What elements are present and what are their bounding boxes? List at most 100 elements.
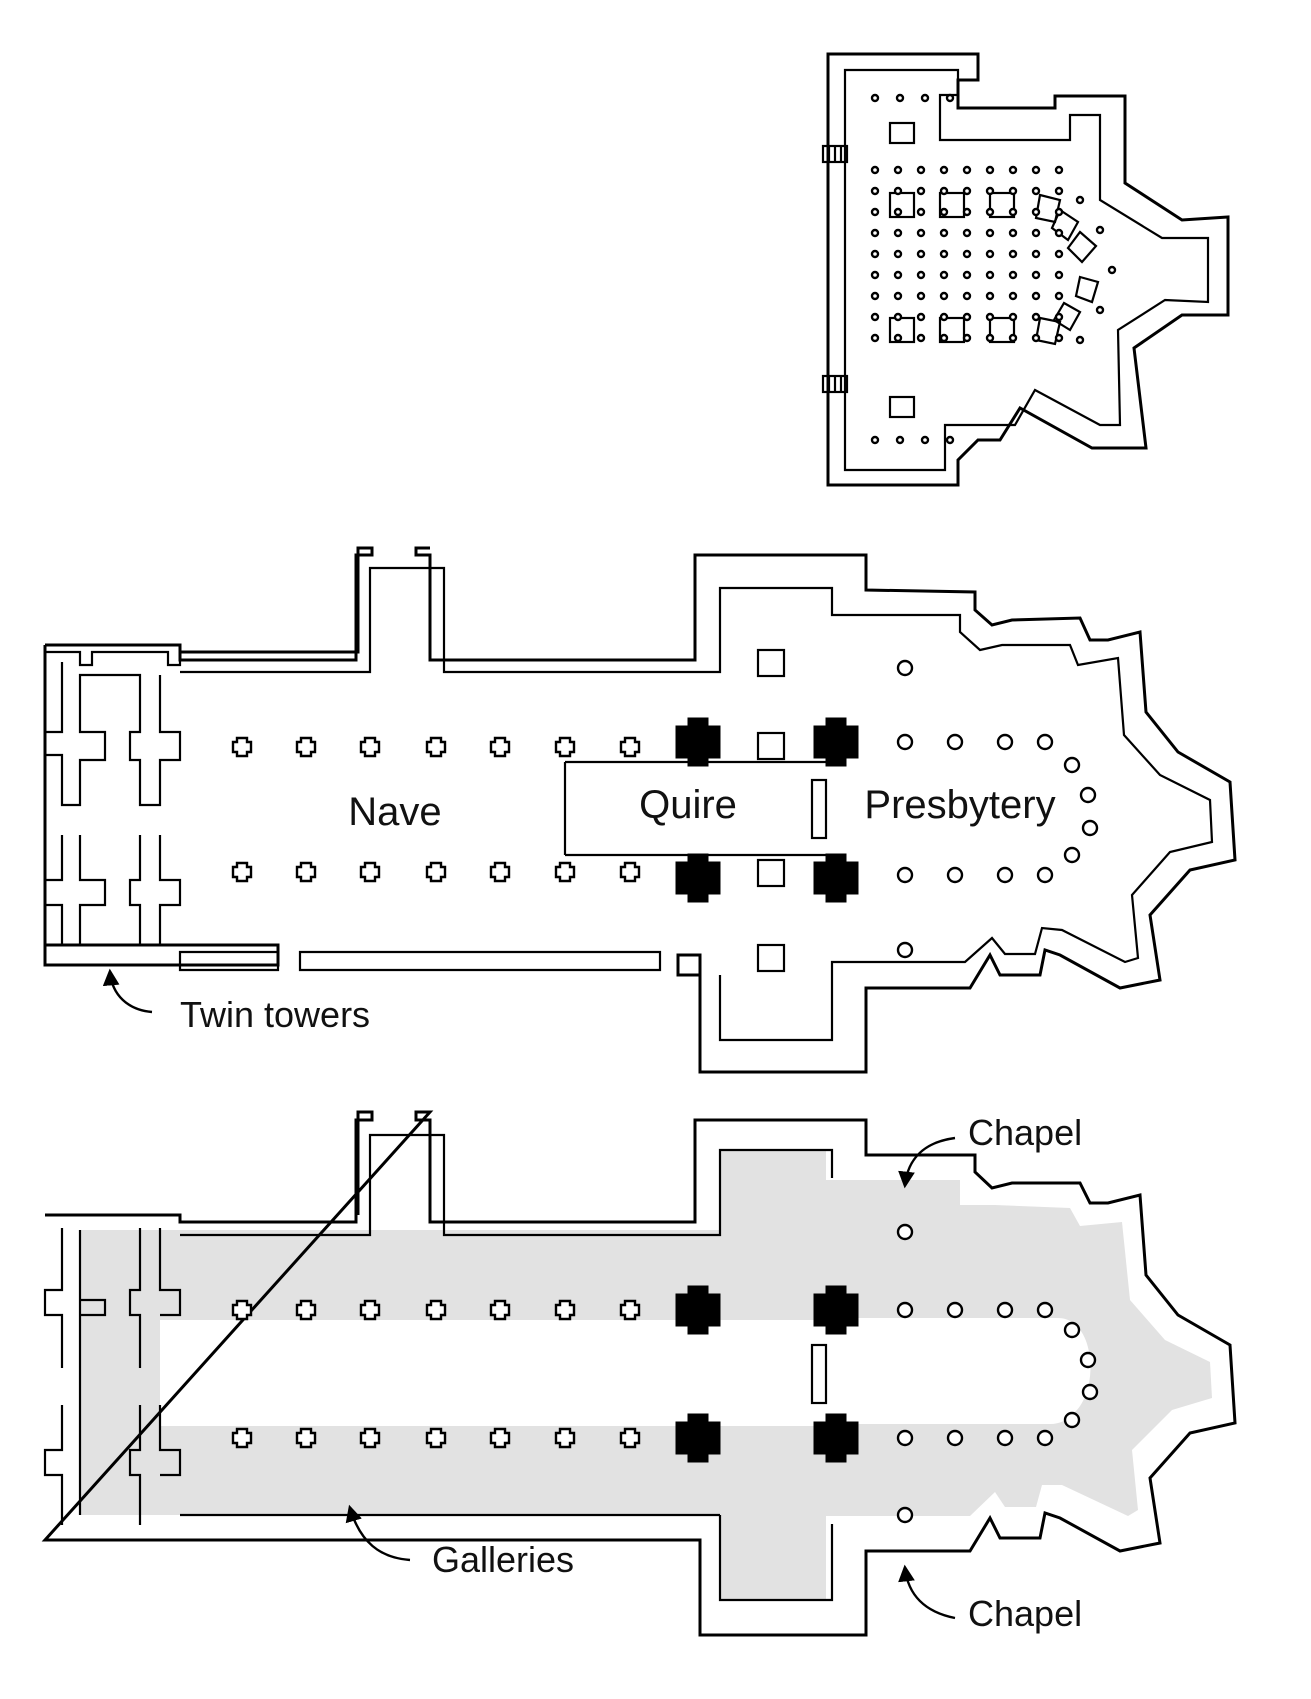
presbytery-column [996,733,1014,751]
presbytery-column [896,1506,914,1524]
nave-pillar [295,861,317,883]
top-plan-column [1008,186,1018,196]
top-plan-column [962,207,972,217]
middle-plan-nave-pillars [231,736,641,883]
top-plan-column [893,228,903,238]
top-plan-column [962,228,972,238]
top-plan-column [1008,291,1018,301]
top-plan-column [870,291,880,301]
top-plan-outer-wall [826,52,1230,487]
nave-central-vessel [160,1318,1091,1426]
crossing-pier [813,717,859,767]
top-plan-column [893,312,903,322]
top-plan-column [962,249,972,259]
presbytery-column [1036,1301,1054,1319]
nave-pillar [359,1427,381,1449]
top-plan-column [985,228,995,238]
presbytery-column [946,733,964,751]
label-chapel-bottom: Chapel [968,1593,1082,1634]
top-plan-column [870,228,880,238]
top-plan-column [893,333,903,343]
top-plan-column [870,186,880,196]
label-presbytery: Presbytery [864,783,1055,827]
top-plan-column [916,165,926,175]
top-plan-column [870,165,880,175]
top-plan-column [916,291,926,301]
middle-plan-crossing-piers [675,717,859,903]
presbytery-column [1081,1383,1099,1401]
top-plan-column [1107,265,1117,275]
top-plan-column [916,270,926,280]
presbytery-column [896,941,914,959]
middle-plan: Nave Quire Presbytery Twin towers [43,546,1237,1074]
crossing-pier [675,1413,721,1463]
top-plan-column [939,186,949,196]
top-plan-column [1031,312,1041,322]
nave-pillar [231,736,253,758]
galleries-arrow [345,1504,411,1562]
nave-pillar [425,1299,447,1321]
top-plan-column [985,333,995,343]
middle-plan-south-wall [178,950,662,972]
middle-plan-presbytery-columns [896,659,1099,959]
nave-pillar [295,1427,317,1449]
label-galleries: Galleries [432,1539,574,1580]
top-plan-column [1008,228,1018,238]
top-plan-column [1031,228,1041,238]
nave-pillar [619,736,641,758]
presbytery-column [1063,1411,1081,1429]
top-plan-column [945,93,955,103]
top-plan-column [1031,270,1041,280]
nave-pillar [295,736,317,758]
crossing-pier [675,853,721,903]
top-plan-column [1031,186,1041,196]
top-plan-column [916,228,926,238]
middle-plan-tower-north [43,650,182,807]
top-plan-column [1054,186,1064,196]
bottom-plan: Chapel Chapel Galleries [41,1110,1237,1637]
top-plan-column [916,333,926,343]
presbytery-column [896,1429,914,1447]
top-plan-column [1054,228,1064,238]
twin-towers-arrow [102,968,153,1014]
top-plan-column [1031,333,1041,343]
top-plan-column [985,291,995,301]
top-plan-column [1031,291,1041,301]
presbytery-column [1063,846,1081,864]
top-plan-column [985,249,995,259]
top-plan-column [870,249,880,259]
nave-pillar [554,1299,576,1321]
top-plan-column [1054,249,1064,259]
nave-pillar [554,861,576,883]
top-plan-column [962,312,972,322]
top-plan-column [1008,249,1018,259]
top-plan-column [893,291,903,301]
top-plan-column [916,312,926,322]
bottom-plan-inner-wall [78,1133,834,1602]
label-twin-towers: Twin towers [180,994,370,1035]
top-plan-column [870,312,880,322]
nave-pillar [619,1299,641,1321]
presbytery-column [896,659,914,677]
presbytery-column [996,866,1014,884]
top-plan-column [939,228,949,238]
nave-pillar [489,861,511,883]
top-plan-column [870,93,880,103]
top-plan-column [916,207,926,217]
label-chapel-top: Chapel [968,1112,1082,1153]
top-plan-column [1095,225,1105,235]
top-plan-column [939,249,949,259]
nave-pillar [295,1299,317,1321]
middle-plan-inner-north [180,566,1214,1042]
presbytery-column [1036,733,1054,751]
nave-pillar [359,861,381,883]
bottom-plan-presbytery-columns [896,1223,1099,1524]
top-plan-column [1008,312,1018,322]
top-plan-column [985,270,995,280]
presbytery-column [946,1429,964,1447]
top-plan-column [939,270,949,280]
nave-pillar [619,1427,641,1449]
top-plan-column [1008,270,1018,280]
top-plan-column [920,93,930,103]
top-plan-column [985,312,995,322]
